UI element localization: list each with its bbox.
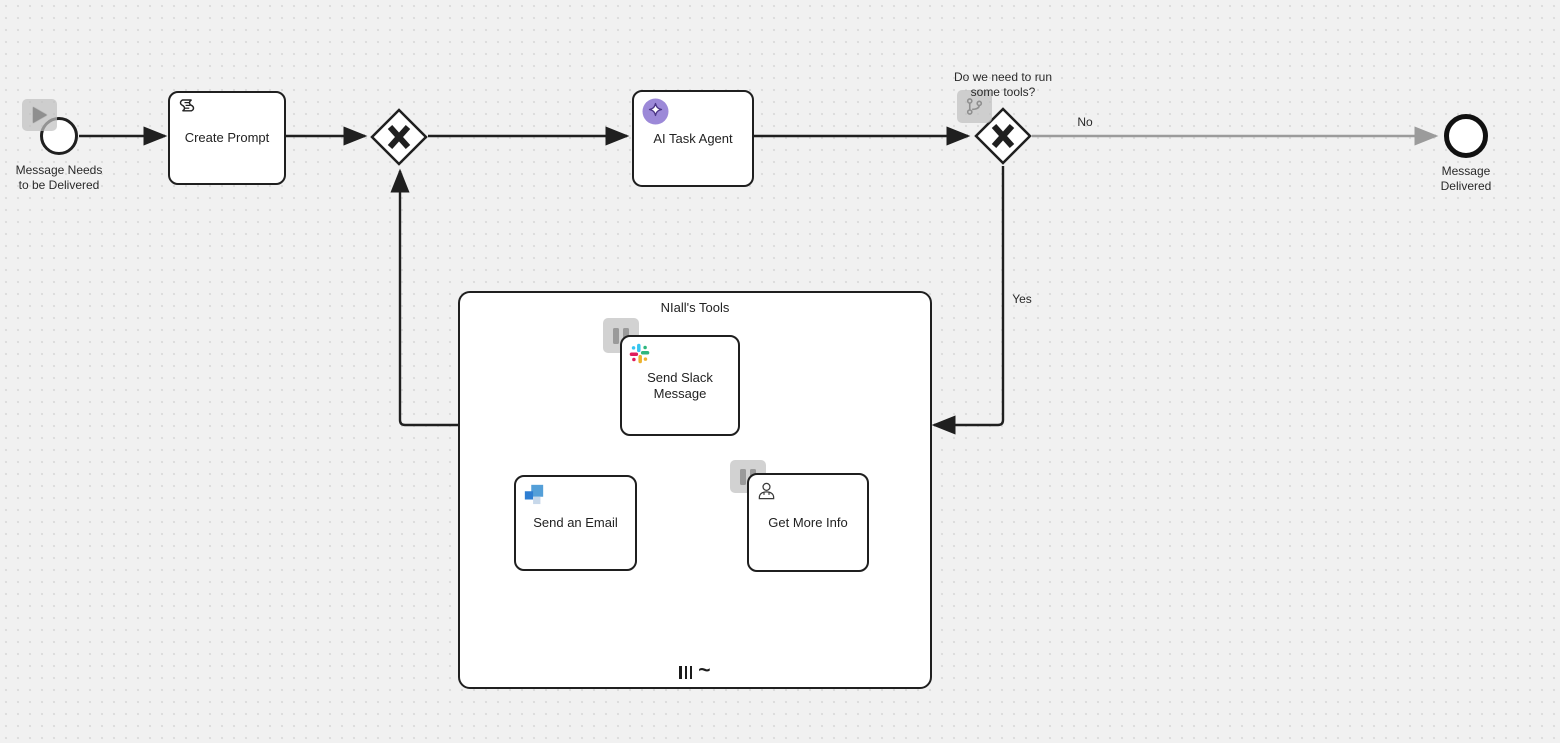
end-event[interactable]: [1444, 114, 1488, 158]
start-event-badge[interactable]: [22, 99, 57, 131]
task-get-info-label: Get More Info: [768, 515, 847, 531]
blue-squares-icon: [523, 483, 545, 505]
start-event-label[interactable]: Message Needs to be Delivered: [4, 163, 114, 193]
subprocess-title[interactable]: NIall's Tools: [460, 300, 930, 315]
task-ai-agent[interactable]: AI Task Agent: [632, 90, 754, 187]
script-icon: [177, 99, 196, 116]
flow-yes-label[interactable]: Yes: [1005, 292, 1039, 307]
multi-instance-parallel-marker-icon: [679, 666, 692, 679]
task-send-email-label: Send an Email: [533, 515, 618, 531]
adhoc-marker-icon: ~: [698, 664, 710, 677]
task-send-an-email[interactable]: Send an Email: [514, 475, 637, 571]
task-send-slack-message[interactable]: Send Slack Message: [620, 335, 740, 436]
task-create-prompt[interactable]: Create Prompt: [168, 91, 286, 185]
task-create-prompt-label: Create Prompt: [185, 130, 270, 146]
gateway-exclusive-1[interactable]: [370, 108, 428, 166]
task-ai-agent-label: AI Task Agent: [653, 131, 732, 147]
gateway2-question-label[interactable]: Do we need to run some tools?: [928, 70, 1078, 100]
user-icon: [756, 481, 777, 502]
ai-sparkle-icon: [642, 98, 669, 125]
flow-no-label[interactable]: No: [1070, 115, 1100, 130]
task-send-slack-label: Send Slack Message: [647, 370, 713, 402]
subprocess-markers: ~: [460, 666, 930, 679]
slack-icon: [629, 343, 650, 364]
end-event-label[interactable]: Message Delivered: [1426, 164, 1506, 194]
play-icon: [33, 107, 47, 123]
task-get-more-info[interactable]: Get More Info: [747, 473, 869, 572]
flow-yes-gateway2-to-subprocess[interactable]: [934, 166, 1003, 425]
flow-subprocess-to-gateway1[interactable]: [400, 171, 458, 425]
